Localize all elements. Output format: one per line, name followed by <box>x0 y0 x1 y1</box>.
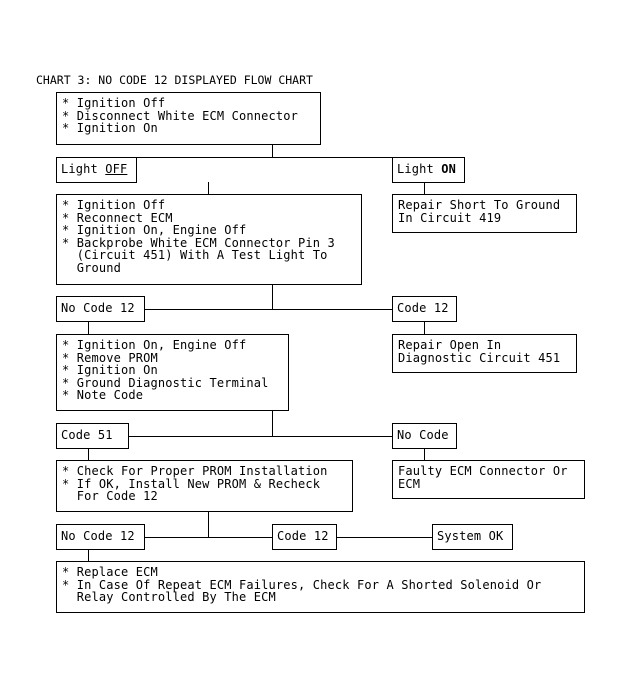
label-system-ok: System OK <box>432 524 513 550</box>
step-line: * Ground Diagnostic Terminal <box>62 375 269 390</box>
connector-line <box>208 511 209 537</box>
step-line: For Code 12 <box>62 489 158 503</box>
result-line: Faulty ECM Connector Or <box>398 464 568 478</box>
step-box-replace-ecm: * Replace ECM * In Case Of Repeat ECM Fa… <box>56 561 585 613</box>
label-code-51: Code 51 <box>56 423 129 449</box>
label-text: Light <box>61 162 106 176</box>
result-line: ECM <box>398 476 421 491</box>
step-box-initial: * Ignition Off * Disconnect White ECM Co… <box>56 92 321 145</box>
result-line: Repair Open In <box>398 338 502 352</box>
step-line: * Note Code <box>62 388 144 402</box>
label-no-code-12-second: No Code 12 <box>56 524 145 550</box>
result-line: Repair Short To Ground <box>398 198 561 212</box>
label-text: No Code <box>397 428 449 442</box>
step-box-check-prom: * Check For Proper PROM Installation * I… <box>56 460 353 512</box>
result-line: In Circuit 419 <box>398 210 502 225</box>
step-box-backprobe: * Ignition Off * Reconnect ECM * Ignitio… <box>56 194 362 285</box>
connector-line <box>136 157 392 158</box>
label-emphasis: OFF <box>105 162 128 176</box>
step-line: * Ignition On <box>62 363 158 377</box>
step-line: * Disconnect White ECM Connector <box>62 108 298 123</box>
label-light-on: Light ON <box>392 157 465 183</box>
step-line: * Ignition Off <box>62 198 166 212</box>
label-text: Code 12 <box>397 301 449 315</box>
step-line: * If OK, Install New PROM & Recheck <box>62 476 321 491</box>
label-no-code-12: No Code 12 <box>56 296 145 322</box>
label-text: Code 12 <box>277 529 329 543</box>
step-line: * Ignition On <box>62 121 158 135</box>
connector-line <box>88 448 89 460</box>
label-emphasis: ON <box>441 162 456 176</box>
label-text: No Code 12 <box>61 529 135 543</box>
step-line: * Check For Proper PROM Installation <box>62 464 328 478</box>
connector-line <box>424 448 425 460</box>
step-line: * Ignition Off <box>62 96 166 110</box>
label-code-12: Code 12 <box>392 296 457 322</box>
step-box-remove-prom: * Ignition On, Engine Off * Remove PROM … <box>56 334 289 411</box>
step-line: Relay Controlled By The ECM <box>62 590 276 604</box>
step-line: Ground <box>62 260 121 275</box>
result-box-repair-open: Repair Open In Diagnostic Circuit 451 <box>392 334 577 373</box>
label-no-code: No Code <box>392 423 457 449</box>
step-line: * In Case Of Repeat ECM Failures, Check … <box>62 577 542 592</box>
connector-line <box>88 321 89 334</box>
label-text: System OK <box>437 529 504 543</box>
result-box-faulty-connector: Faulty ECM Connector Or ECM <box>392 460 585 499</box>
connector-line <box>424 321 425 334</box>
label-text: No Code 12 <box>61 301 135 315</box>
connector-line <box>424 182 425 194</box>
step-line: * Replace ECM <box>62 565 158 579</box>
step-line: * Remove PROM <box>62 350 158 365</box>
step-line: * Ignition On, Engine Off <box>62 338 247 352</box>
step-line: * Backprobe White ECM Connector Pin 3 <box>62 235 335 250</box>
connector-line <box>272 144 273 157</box>
label-code-12-second: Code 12 <box>272 524 337 550</box>
result-box-repair-short: Repair Short To Ground In Circuit 419 <box>392 194 577 233</box>
result-line: Diagnostic Circuit 451 <box>398 350 561 365</box>
connector-line <box>144 309 392 310</box>
step-line: (Circuit 451) With A Test Light To <box>62 248 328 262</box>
label-light-off: Light OFF <box>56 157 137 183</box>
connector-line <box>272 284 273 309</box>
connector-line <box>272 410 273 436</box>
label-text: Code 51 <box>61 428 113 442</box>
label-text: Light <box>397 162 442 176</box>
connector-line <box>208 182 209 194</box>
connector-line <box>128 436 392 437</box>
connector-line <box>88 549 89 561</box>
chart-title: CHART 3: NO CODE 12 DISPLAYED FLOW CHART <box>36 73 313 87</box>
step-line: * Reconnect ECM <box>62 210 173 225</box>
step-line: * Ignition On, Engine Off <box>62 223 247 237</box>
